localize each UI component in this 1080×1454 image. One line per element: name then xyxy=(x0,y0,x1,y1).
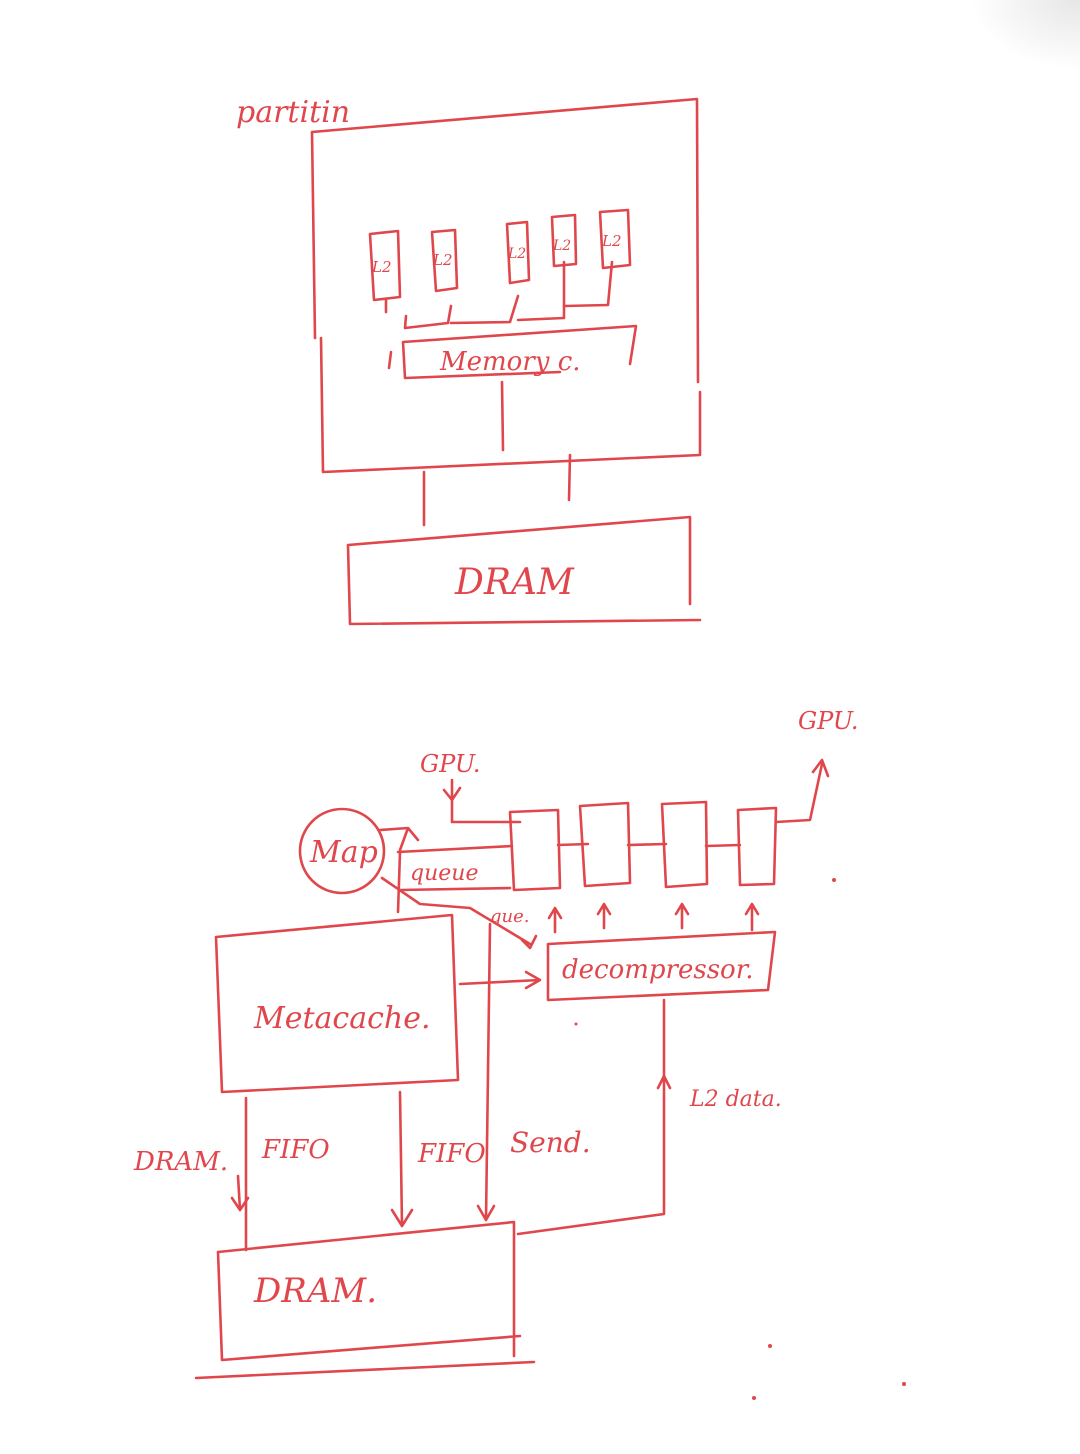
l2-slice-5-label: L2 xyxy=(601,232,622,250)
stray-dot xyxy=(902,1382,906,1386)
decompressor-box xyxy=(546,930,777,1002)
buffer-slot-1 xyxy=(508,808,562,892)
queue-small-label: que. xyxy=(490,906,530,927)
l2-slice-4-label: L2 xyxy=(552,238,571,254)
fifo-right-path xyxy=(390,1090,414,1228)
dram-label-bottom: DRAM. xyxy=(253,1271,377,1311)
l2-slice-5-box xyxy=(598,208,632,270)
decompressor-up-arrows xyxy=(547,902,760,934)
metacache-to-decompressor-arrow xyxy=(458,970,542,990)
buffer-chain-line xyxy=(556,842,742,848)
metacache-label: Metacache. xyxy=(253,1001,431,1036)
stray-dots xyxy=(574,878,906,1400)
stray-dot xyxy=(752,1396,756,1400)
dram-side-arrow xyxy=(230,1174,250,1212)
top-diagram: partitin L2 L2 L2 L2 L2 Memory c. DRAM xyxy=(236,95,702,626)
l2-slice-1-box xyxy=(368,229,402,302)
map-to-queue-small-arrow xyxy=(380,876,538,950)
page-corner-shadow xyxy=(970,0,1080,70)
dram-box-top xyxy=(346,515,702,626)
map-label: Map xyxy=(309,835,378,870)
gpu-input-label: GPU. xyxy=(420,750,481,778)
buffer-slot-4 xyxy=(736,806,778,887)
metacache-box xyxy=(214,913,460,1094)
l2-slice-2-label: L2 xyxy=(432,251,453,269)
memory-controller-box xyxy=(387,324,638,380)
gpu-output-label: GPU. xyxy=(798,707,859,735)
queue-label: queue xyxy=(410,861,478,886)
stray-dot xyxy=(574,1022,578,1026)
memory-controller-label: Memory c. xyxy=(439,347,581,377)
l2-slice-4-box xyxy=(550,213,578,268)
partition-box xyxy=(310,97,702,474)
stray-dot xyxy=(832,878,836,882)
l2-data-path xyxy=(516,998,672,1236)
send-path xyxy=(476,922,496,1222)
l2-slice-3-box xyxy=(505,220,531,285)
controller-to-dram-links xyxy=(422,380,572,527)
dram-box-bottom xyxy=(194,1220,536,1380)
stray-dot xyxy=(768,1344,772,1348)
buffer-slot-3 xyxy=(660,800,709,889)
buffer-slot-2 xyxy=(578,801,632,888)
partition-label: partitin xyxy=(236,95,350,130)
bottom-diagram: GPU. GPU. decompressor. Map queue que. M… xyxy=(133,707,906,1400)
queue-box xyxy=(396,844,514,914)
map-to-queue-arrow xyxy=(378,826,420,852)
buffer-slots xyxy=(508,800,778,892)
l2-slice-3-label: L2 xyxy=(507,246,526,262)
l2-slice-2-box xyxy=(430,228,459,293)
dram-label-top: DRAM xyxy=(454,562,575,603)
send-label: Send. xyxy=(510,1126,591,1159)
fifo-right-label: FIFO xyxy=(417,1139,486,1169)
l2-to-bus-wires xyxy=(384,260,614,330)
dram-side-label: DRAM. xyxy=(133,1147,228,1177)
gpu-output-arrow xyxy=(774,758,830,824)
map-circle xyxy=(298,807,386,895)
l2-slice-1-label: L2 xyxy=(371,258,392,276)
decompressor-label: decompressor. xyxy=(562,955,754,985)
gpu-input-arrow xyxy=(442,778,522,824)
l2-data-label: L2 data. xyxy=(689,1087,782,1112)
l2-slices: L2 L2 L2 L2 L2 xyxy=(368,208,632,302)
fifo-left-label: FIFO xyxy=(261,1135,330,1165)
